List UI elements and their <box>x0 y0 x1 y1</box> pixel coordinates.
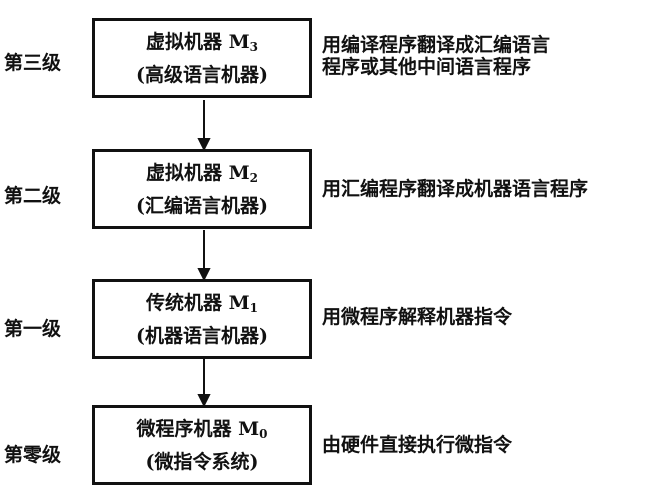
machine-name: 微程序机器 <box>136 417 232 440</box>
machine-type: (汇编语言机器) <box>136 194 268 217</box>
level-1-description: 用微程序解释机器指令 <box>322 306 667 328</box>
machine-name-line: 虚拟机器 M3 <box>146 28 258 61</box>
level-3-label: 第三级 <box>4 52 62 74</box>
description-line: 程序或其他中间语言程序 <box>322 56 532 78</box>
description-line: 用微程序解释机器指令 <box>322 306 513 328</box>
level-arrows <box>197 100 211 408</box>
machine-symbol: M <box>238 417 260 440</box>
machine-symbol: M <box>228 30 250 53</box>
level-2-description: 用汇编程序翻译成机器语言程序 <box>322 178 667 200</box>
machine-box-level-0: 微程序机器 M0 (微指令系统) <box>92 405 312 485</box>
level-0-description: 由硬件直接执行微指令 <box>322 434 667 456</box>
machine-box-level-1: 传统机器 M1 (机器语言机器) <box>92 279 312 359</box>
arrowhead-2-to-1 <box>197 268 211 282</box>
machine-name: 虚拟机器 <box>145 161 222 184</box>
machine-name: 虚拟机器 <box>145 30 222 53</box>
machine-subscript: 3 <box>249 39 259 54</box>
machine-name-line: 传统机器 M1 <box>146 289 258 322</box>
level-2-label: 第二级 <box>4 185 62 207</box>
level-3-description: 用编译程序翻译成汇编语言 程序或其他中间语言程序 <box>322 34 667 78</box>
description-line: 用汇编程序翻译成机器语言程序 <box>322 178 589 200</box>
machine-name-line: 微程序机器 M0 <box>136 415 267 448</box>
level-1-label: 第一级 <box>4 318 62 340</box>
machine-subscript: 0 <box>259 426 268 441</box>
machine-name: 传统机器 <box>145 291 222 314</box>
description-line: 由硬件直接执行微指令 <box>322 434 513 456</box>
arrowhead-3-to-2 <box>197 138 211 152</box>
arrowhead-1-to-0 <box>197 394 211 408</box>
machine-symbol: M <box>228 161 250 184</box>
machine-subscript: 2 <box>249 170 259 185</box>
machine-symbol: M <box>228 291 250 314</box>
level-0-label: 第零级 <box>4 444 62 466</box>
machine-type: (高级语言机器) <box>136 63 268 86</box>
description-line: 用编译程序翻译成汇编语言 <box>322 34 551 56</box>
machine-type: (机器语言机器) <box>136 324 268 347</box>
machine-box-level-3: 虚拟机器 M3 (高级语言机器) <box>92 18 312 98</box>
machine-subscript: 1 <box>249 300 259 315</box>
machine-name-line: 虚拟机器 M2 <box>146 159 258 192</box>
machine-box-level-2: 虚拟机器 M2 (汇编语言机器) <box>92 149 312 229</box>
machine-type: (微指令系统) <box>145 450 259 473</box>
